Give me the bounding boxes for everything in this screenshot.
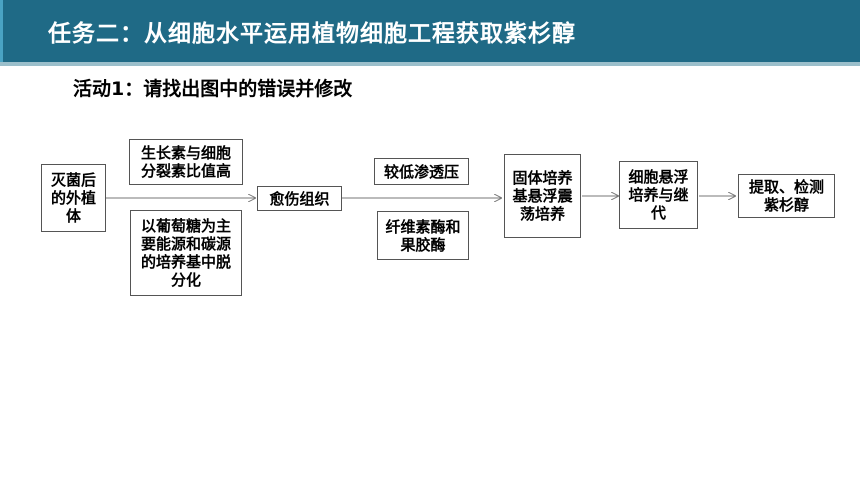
node-glucose-medium-label: 以葡萄糖为主要能源和碳源的培养基中脱分化: [140, 217, 231, 289]
node-extract: 提取、检测紫杉醇: [738, 174, 835, 218]
node-low-osmotic: 较低渗透压: [374, 158, 469, 185]
header-accent: [0, 0, 3, 62]
node-low-osmotic-label: 较低渗透压: [383, 162, 459, 181]
node-callus: 愈伤组织: [257, 186, 342, 211]
node-explant-label: 灭菌后的外植体: [50, 171, 96, 225]
node-enzymes: 纤维素酶和果胶酶: [377, 211, 469, 260]
node-glucose-medium: 以葡萄糖为主要能源和碳源的培养基中脱分化: [130, 210, 242, 296]
node-callus-label: 愈伤组织: [269, 189, 330, 208]
node-solid-culture-label: 固体培养基悬浮震荡培养: [512, 169, 573, 223]
header-bar: [0, 0, 860, 62]
node-enzymes-label: 纤维素酶和果胶酶: [385, 217, 461, 254]
activity-label: 活动1：请找出图中的错误并修改: [73, 78, 353, 100]
header-strip: [0, 62, 860, 66]
node-solid-culture: 固体培养基悬浮震荡培养: [504, 154, 581, 238]
node-extract-label: 提取、检测紫杉醇: [748, 178, 824, 214]
node-auxin-ratio-label: 生长素与细胞分裂素比值高: [140, 144, 231, 180]
node-auxin-ratio: 生长素与细胞分裂素比值高: [129, 139, 243, 185]
node-cell-suspension-label: 细胞悬浮培养与继代: [628, 168, 689, 222]
node-explant: 灭菌后的外植体: [41, 164, 106, 232]
node-cell-suspension: 细胞悬浮培养与继代: [619, 161, 698, 229]
page-title: 任务二：从细胞水平运用植物细胞工程获取紫杉醇: [48, 21, 576, 47]
